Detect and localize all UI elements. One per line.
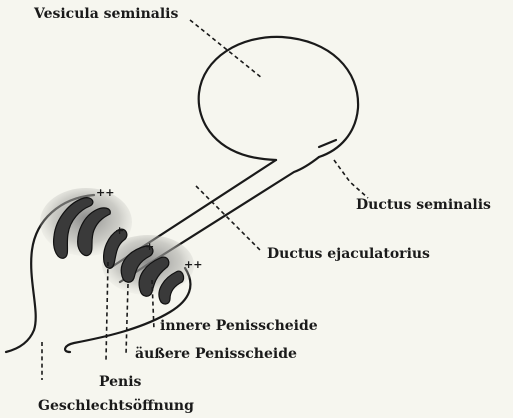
plus-mark-2: + xyxy=(115,224,124,237)
leader-vesicula xyxy=(190,20,262,78)
leader-ductus-seminalis xyxy=(334,160,368,198)
label-aeussere-penisscheide: äußere Penisscheide xyxy=(135,346,297,362)
label-penis: Penis xyxy=(99,374,142,390)
plus-mark-3: + xyxy=(145,240,154,253)
plus-mark-1: ++ xyxy=(96,186,114,199)
label-ductus-seminalis: Ductus seminalis xyxy=(356,197,491,213)
label-geschlechtsoeffnung: Geschlechtsöffnung xyxy=(38,398,194,414)
label-innere-penisscheide: innere Penisscheide xyxy=(160,318,318,334)
label-ductus-ejaculatorius: Ductus ejaculatorius xyxy=(267,246,430,262)
leader-ductus-ejaculatorius xyxy=(196,186,262,252)
plus-mark-4: ++ xyxy=(184,258,202,271)
label-vesicula-seminalis: Vesicula seminalis xyxy=(33,6,178,22)
ductus-seminalis xyxy=(319,140,336,147)
leader-aeussere-penisscheide xyxy=(126,284,128,355)
